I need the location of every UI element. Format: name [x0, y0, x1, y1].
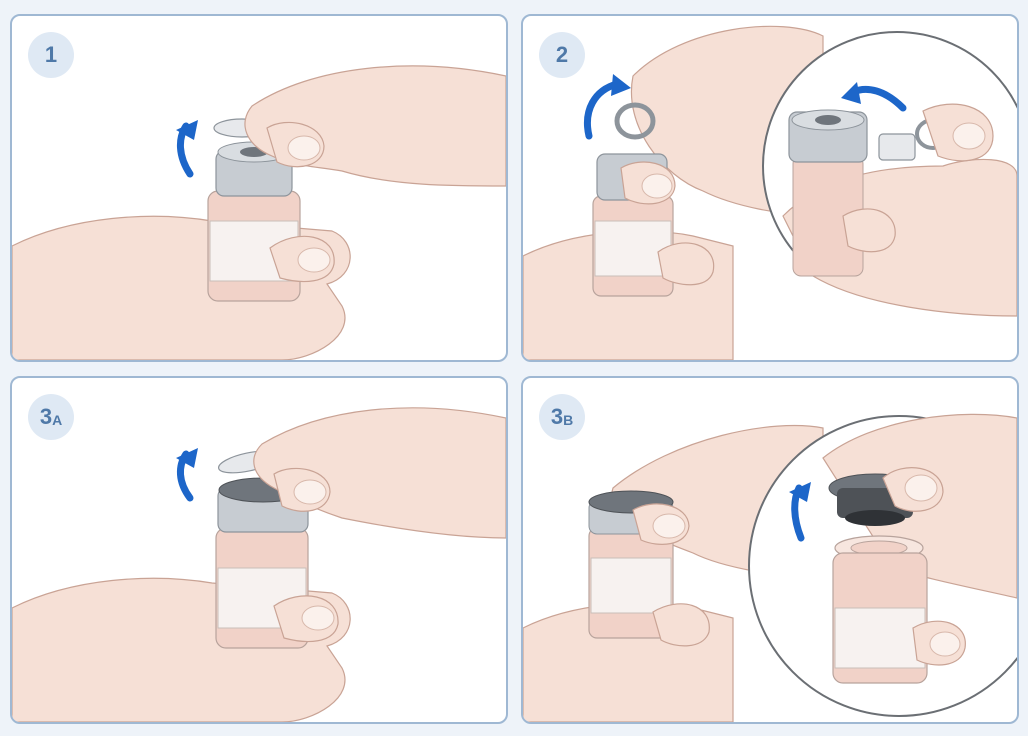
step-3a-suffix: A [52, 412, 63, 428]
pull-ring [614, 102, 656, 140]
magnifier-circle-icon [762, 31, 1017, 317]
step-2-number: 2 [555, 42, 569, 67]
magnifier-circle-icon [748, 413, 1017, 717]
step-1-panel: 1 [10, 14, 508, 362]
step-2-badge: 2 [539, 32, 585, 78]
step-3b-number: 3 [550, 404, 564, 429]
index-nail [287, 135, 321, 161]
step-3b-suffix: B [563, 412, 574, 428]
thumb [657, 242, 715, 286]
step-3a-number: 3 [39, 404, 53, 429]
step-2-illustration [523, 25, 1017, 360]
step-3b-illustration [523, 413, 1017, 722]
step-1-number: 1 [44, 42, 58, 67]
arrowhead [176, 120, 198, 140]
thumb-nail [297, 247, 331, 273]
thumb [652, 603, 710, 647]
step-1-badge: 1 [28, 32, 74, 78]
step-1-illustration [12, 65, 506, 360]
step-3a-illustration [12, 407, 506, 722]
step-2-panel: 2 [521, 14, 1019, 362]
curved-arrow-icon [584, 80, 621, 140]
